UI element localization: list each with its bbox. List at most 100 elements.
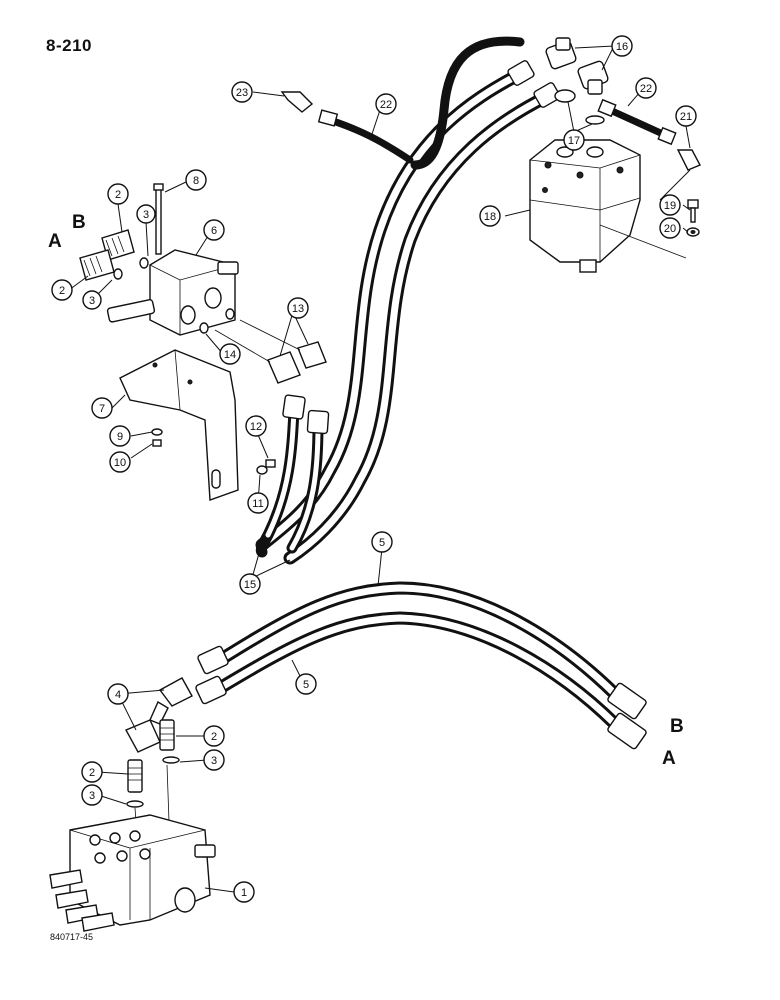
svg-text:21: 21 (680, 111, 692, 123)
callout-6: 6 (203, 219, 225, 241)
callout-1: 1 (233, 881, 255, 903)
callout-18: 18 (479, 205, 501, 227)
small-hose-22-left (317, 109, 414, 164)
callout-23: 23 (231, 81, 253, 103)
svg-text:7: 7 (99, 403, 105, 415)
svg-text:2: 2 (89, 767, 95, 779)
svg-text:3: 3 (211, 755, 217, 767)
mounting-bracket-7 (119, 349, 239, 501)
callout-16: 16 (611, 35, 633, 57)
bolt-8 (153, 183, 164, 255)
svg-text:22: 22 (380, 99, 392, 111)
callout-21: 21 (675, 105, 697, 127)
svg-text:13: 13 (292, 303, 304, 315)
washer-9 (151, 428, 163, 436)
callout-2-valve-a: 2 (51, 279, 73, 301)
svg-text:11: 11 (252, 498, 263, 510)
port-label-a-valve: A (48, 231, 62, 252)
callout-10: 10 (109, 451, 131, 473)
o-ring-3-a (139, 257, 149, 269)
control-valve-1 (49, 814, 216, 932)
callout-2-lower-left: 2 (81, 761, 103, 783)
svg-text:15: 15 (244, 579, 256, 591)
o-ring-3-b (113, 268, 123, 280)
svg-text:23: 23 (236, 87, 248, 99)
nut-12 (265, 459, 276, 468)
svg-text:10: 10 (114, 457, 126, 469)
washer-11 (256, 465, 268, 475)
callout-5-lower: 5 (295, 673, 317, 695)
svg-text:14: 14 (224, 349, 236, 361)
svg-text:2: 2 (59, 285, 65, 297)
callout-8: 8 (185, 169, 207, 191)
hose-assembly-5 (195, 581, 647, 750)
callout-11: 11 (247, 492, 269, 514)
svg-text:8: 8 (193, 175, 199, 187)
hydraulic-pump-18 (529, 139, 641, 273)
callout-15: 15 (239, 573, 261, 595)
elbow-fittings-16 (545, 37, 609, 103)
page-number: 8-210 (46, 36, 92, 55)
svg-text:6: 6 (211, 225, 217, 237)
callout-12: 12 (245, 415, 267, 437)
washer-20 (599, 224, 700, 259)
svg-text:17: 17 (568, 135, 580, 147)
callout-3-lower-right: 3 (203, 749, 225, 771)
callout-2-lower-right: 2 (203, 725, 225, 747)
svg-text:3: 3 (143, 209, 149, 221)
callout-19: 19 (659, 194, 681, 216)
svg-text:16: 16 (616, 41, 628, 53)
elbow-fittings-4 (125, 677, 193, 753)
fitting-2-lower-left (127, 759, 143, 793)
callout-13: 13 (287, 297, 309, 319)
o-ring-3-c (162, 756, 180, 764)
svg-text:22: 22 (640, 83, 652, 95)
valve-block-6 (106, 249, 239, 336)
callout-4: 4 (107, 683, 129, 705)
svg-text:3: 3 (89, 790, 95, 802)
svg-text:1: 1 (241, 887, 247, 899)
callout-3-lower-left: 3 (81, 784, 103, 806)
callout-5-upper: 5 (371, 531, 393, 553)
svg-text:9: 9 (117, 431, 123, 443)
callout-22-right: 22 (635, 77, 657, 99)
callout-17: 17 (563, 129, 585, 151)
elbow-21 (659, 149, 701, 201)
o-rings-17 (585, 115, 605, 125)
svg-text:3: 3 (89, 295, 95, 307)
callout-20: 20 (659, 217, 681, 239)
svg-text:20: 20 (664, 223, 676, 235)
port-label-b-hose: B (670, 716, 684, 737)
hose-assembly-15 (255, 36, 561, 565)
callout-14: 14 (219, 343, 241, 365)
svg-text:4: 4 (115, 689, 121, 701)
svg-text:2: 2 (115, 189, 121, 201)
callout-2-valve-b: 2 (107, 183, 129, 205)
small-hose-22-right (597, 98, 677, 146)
fitting-2-lower (79, 249, 115, 281)
nut-10 (152, 439, 162, 447)
callout-9: 9 (109, 425, 131, 447)
o-ring-3-d (126, 800, 144, 808)
svg-text:12: 12 (250, 421, 262, 433)
elbow-23 (280, 91, 314, 113)
svg-text:5: 5 (303, 679, 309, 691)
callout-3-valve-a: 3 (82, 290, 102, 310)
port-label-b-valve: B (72, 212, 86, 233)
port-label-a-hose: A (662, 748, 676, 769)
svg-text:5: 5 (379, 537, 385, 549)
fittings-13 (214, 319, 327, 384)
fitting-2-lower-right (159, 719, 175, 751)
o-ring-14-b (225, 308, 235, 320)
svg-text:2: 2 (211, 731, 217, 743)
o-ring-14-a (199, 322, 209, 334)
callout-7: 7 (91, 397, 113, 419)
bolt-19 (687, 199, 699, 223)
callout-3-valve-b: 3 (136, 204, 156, 224)
svg-text:19: 19 (664, 200, 676, 212)
svg-text:18: 18 (484, 211, 496, 223)
drawing-number: 840717-45 (50, 932, 94, 942)
leader-lines (68, 45, 691, 893)
callout-22-left: 22 (375, 93, 397, 115)
